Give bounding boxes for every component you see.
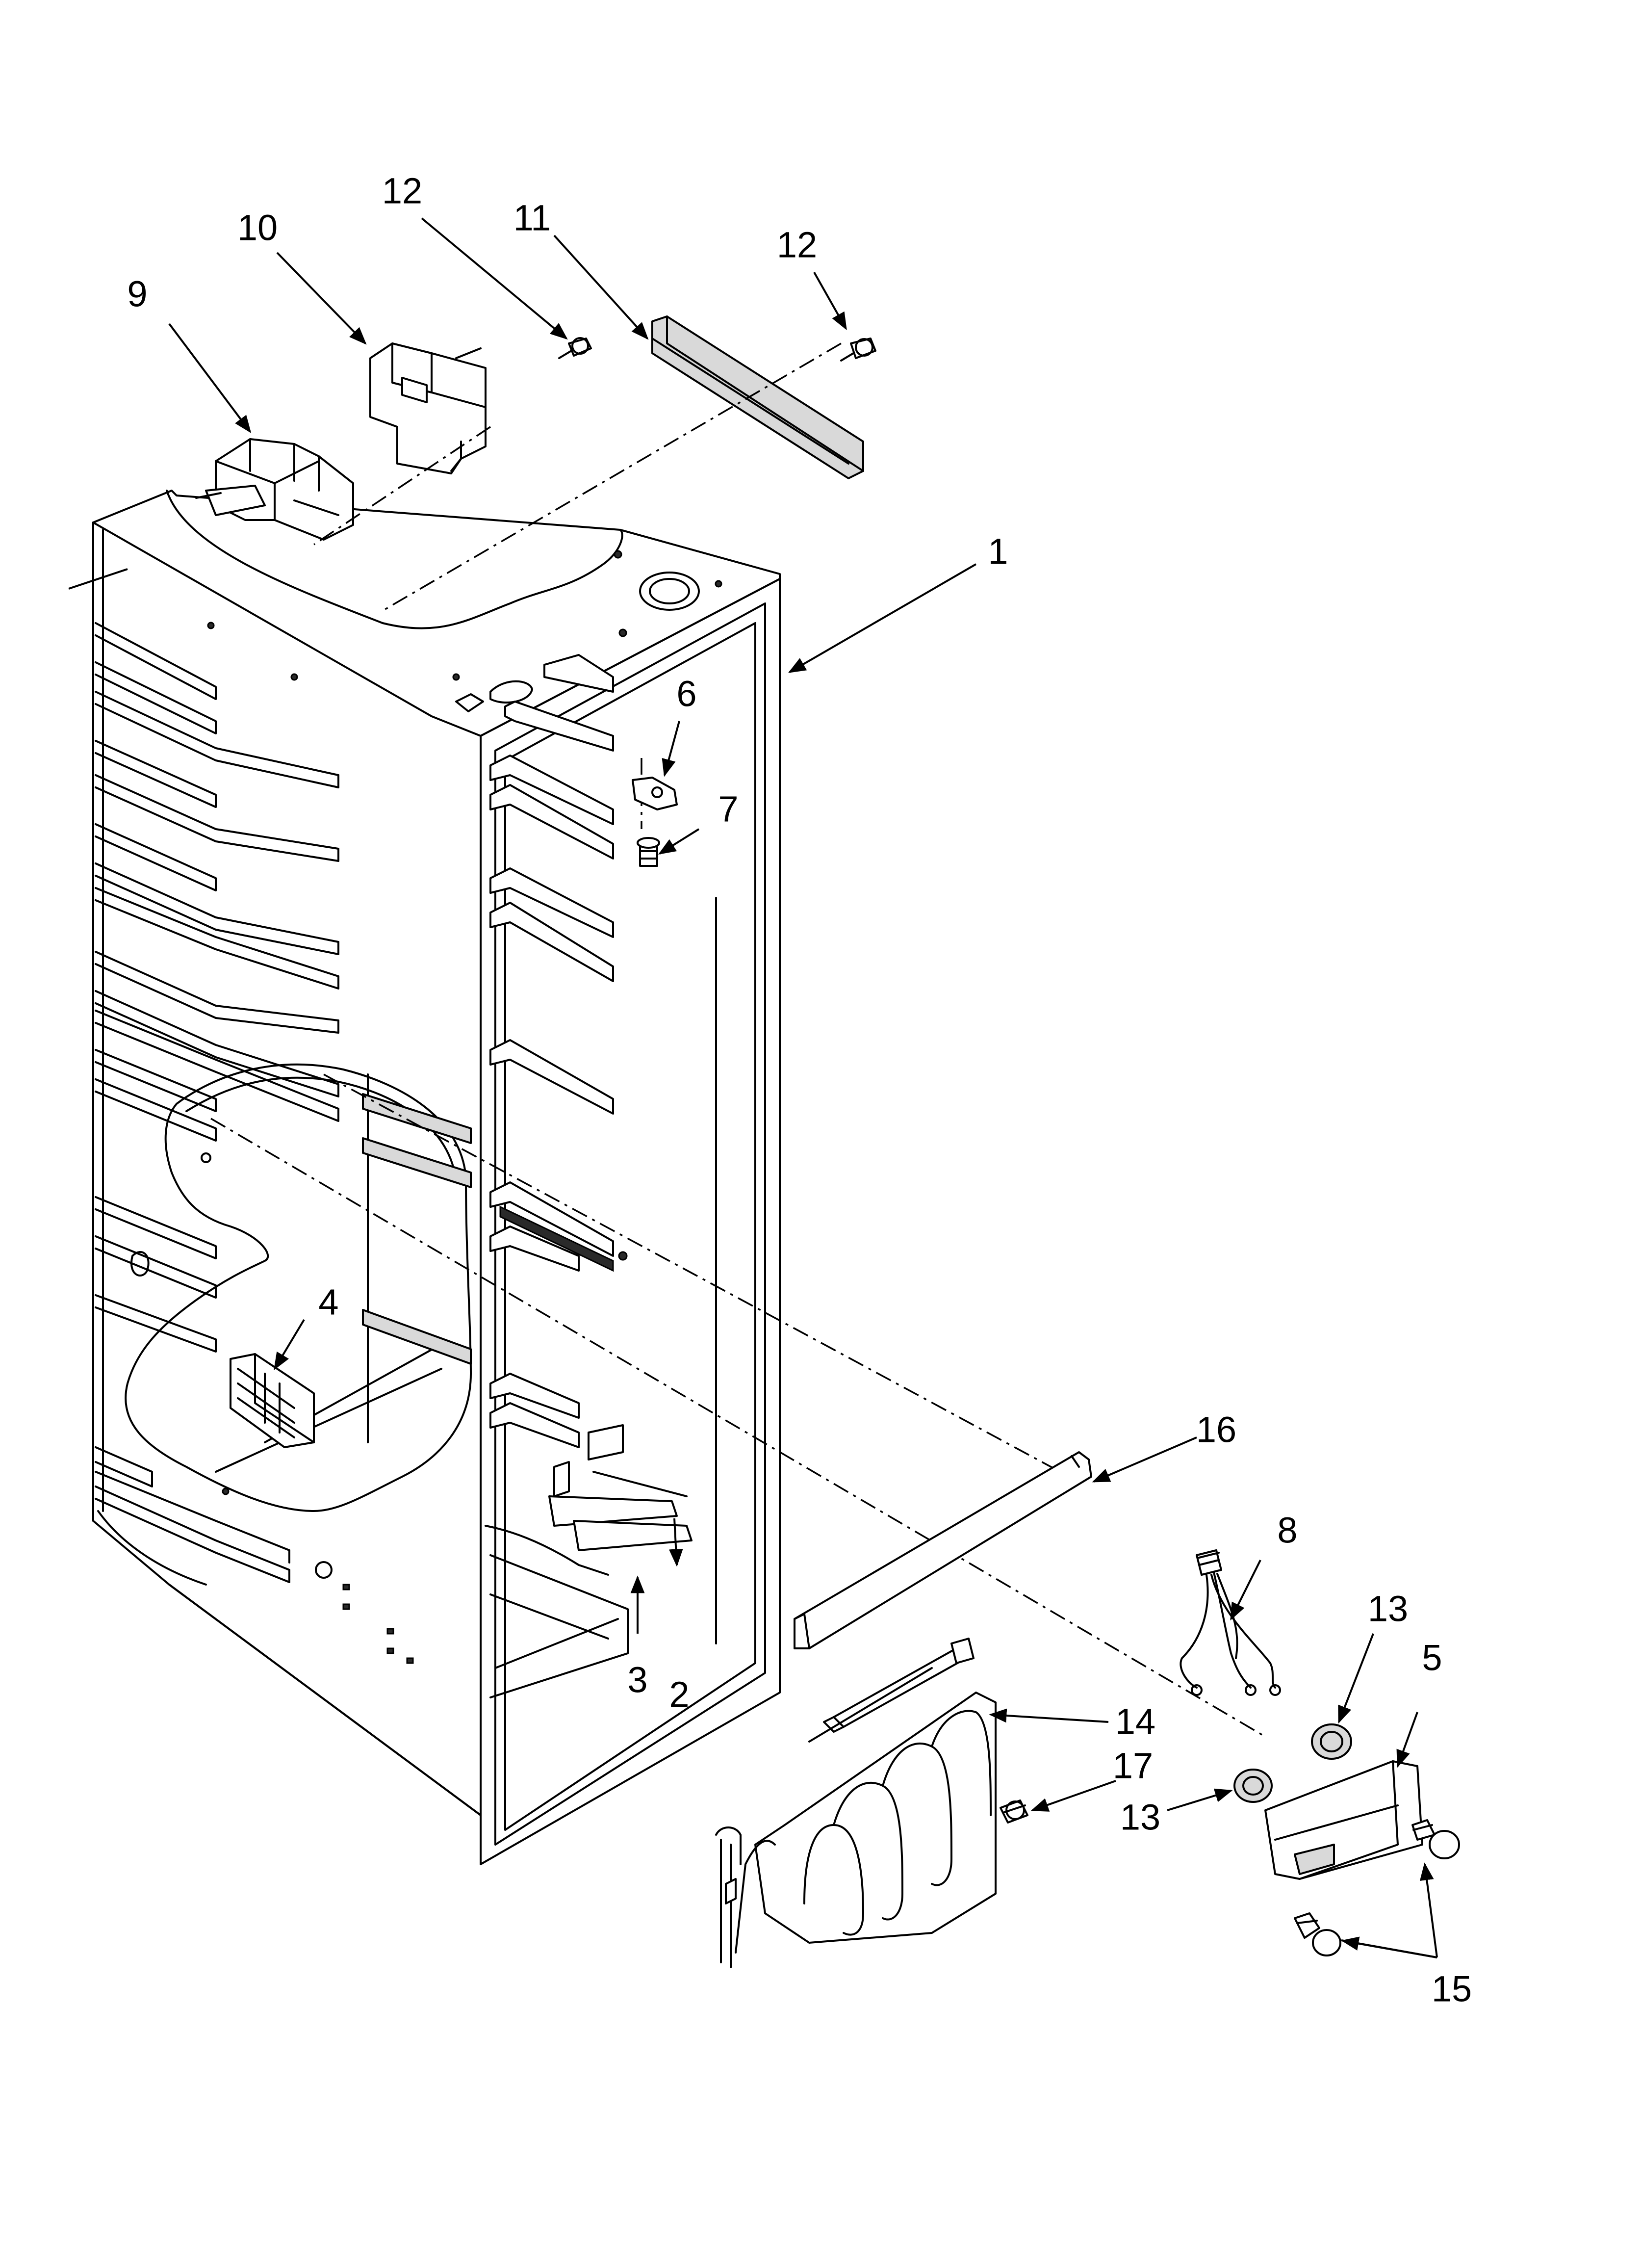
screw-7: [637, 837, 660, 867]
grommet-13a: [1311, 1723, 1352, 1760]
callout-17: 17: [1113, 1746, 1153, 1786]
callout-14: 14: [1115, 1701, 1155, 1742]
alignment-line-middle: [323, 1073, 1070, 1478]
callout-8: 8: [1277, 1510, 1297, 1551]
alignment-line-housing: [313, 426, 491, 546]
defrost-heater-14: [715, 1638, 997, 1968]
cover-plate-16: [794, 1451, 1092, 1649]
callout-4: 4: [318, 1282, 338, 1323]
push-pin-15b: [1294, 1912, 1341, 1956]
callout-3: 3: [627, 1660, 647, 1700]
callout-12-left: 12: [382, 171, 422, 211]
mounting-bracket: [369, 342, 487, 474]
callout-5: 5: [1422, 1638, 1442, 1678]
callout-6: 6: [676, 674, 696, 714]
callout-7: 7: [718, 789, 738, 830]
push-pin-15a: [1411, 1819, 1460, 1859]
top-channel: [651, 315, 864, 479]
vent-cover-4: [230, 1353, 315, 1448]
callout-11: 11: [513, 198, 551, 238]
callout-13-lower: 13: [1120, 1797, 1160, 1838]
right-shelf-supports: [489, 654, 614, 1448]
wire-harness-8: [1180, 1549, 1281, 1696]
callout-12-right: 12: [777, 225, 817, 265]
callout-15: 15: [1432, 1969, 1472, 2009]
callout-1: 1: [988, 531, 1008, 572]
alignment-line-lower: [210, 1118, 1266, 1738]
leader-lines: [68, 217, 1438, 1958]
clip-6: [632, 777, 678, 810]
screw-12b: [840, 338, 876, 362]
refrigerator-liner: [92, 490, 781, 1865]
left-shelf-rails: [95, 622, 339, 1583]
screw-17: [1000, 1799, 1028, 1824]
callout-2: 2: [669, 1674, 689, 1715]
callout-13-upper: 13: [1368, 1589, 1408, 1629]
callout-9: 9: [127, 274, 147, 314]
grommet-13b: [1233, 1769, 1273, 1803]
alignment-line-top: [382, 342, 842, 612]
callout-10: 10: [237, 208, 278, 248]
callout-16: 16: [1196, 1409, 1236, 1450]
screw-12a: [558, 337, 592, 359]
callout-labels: 1 2 3 4 5 6 7 8 9 10 11 12 12 13 13 14 1…: [127, 171, 1472, 2009]
drawer-slides: [548, 1424, 693, 1551]
control-housing: [195, 438, 354, 541]
drain-bracket-5: [1264, 1760, 1423, 1880]
